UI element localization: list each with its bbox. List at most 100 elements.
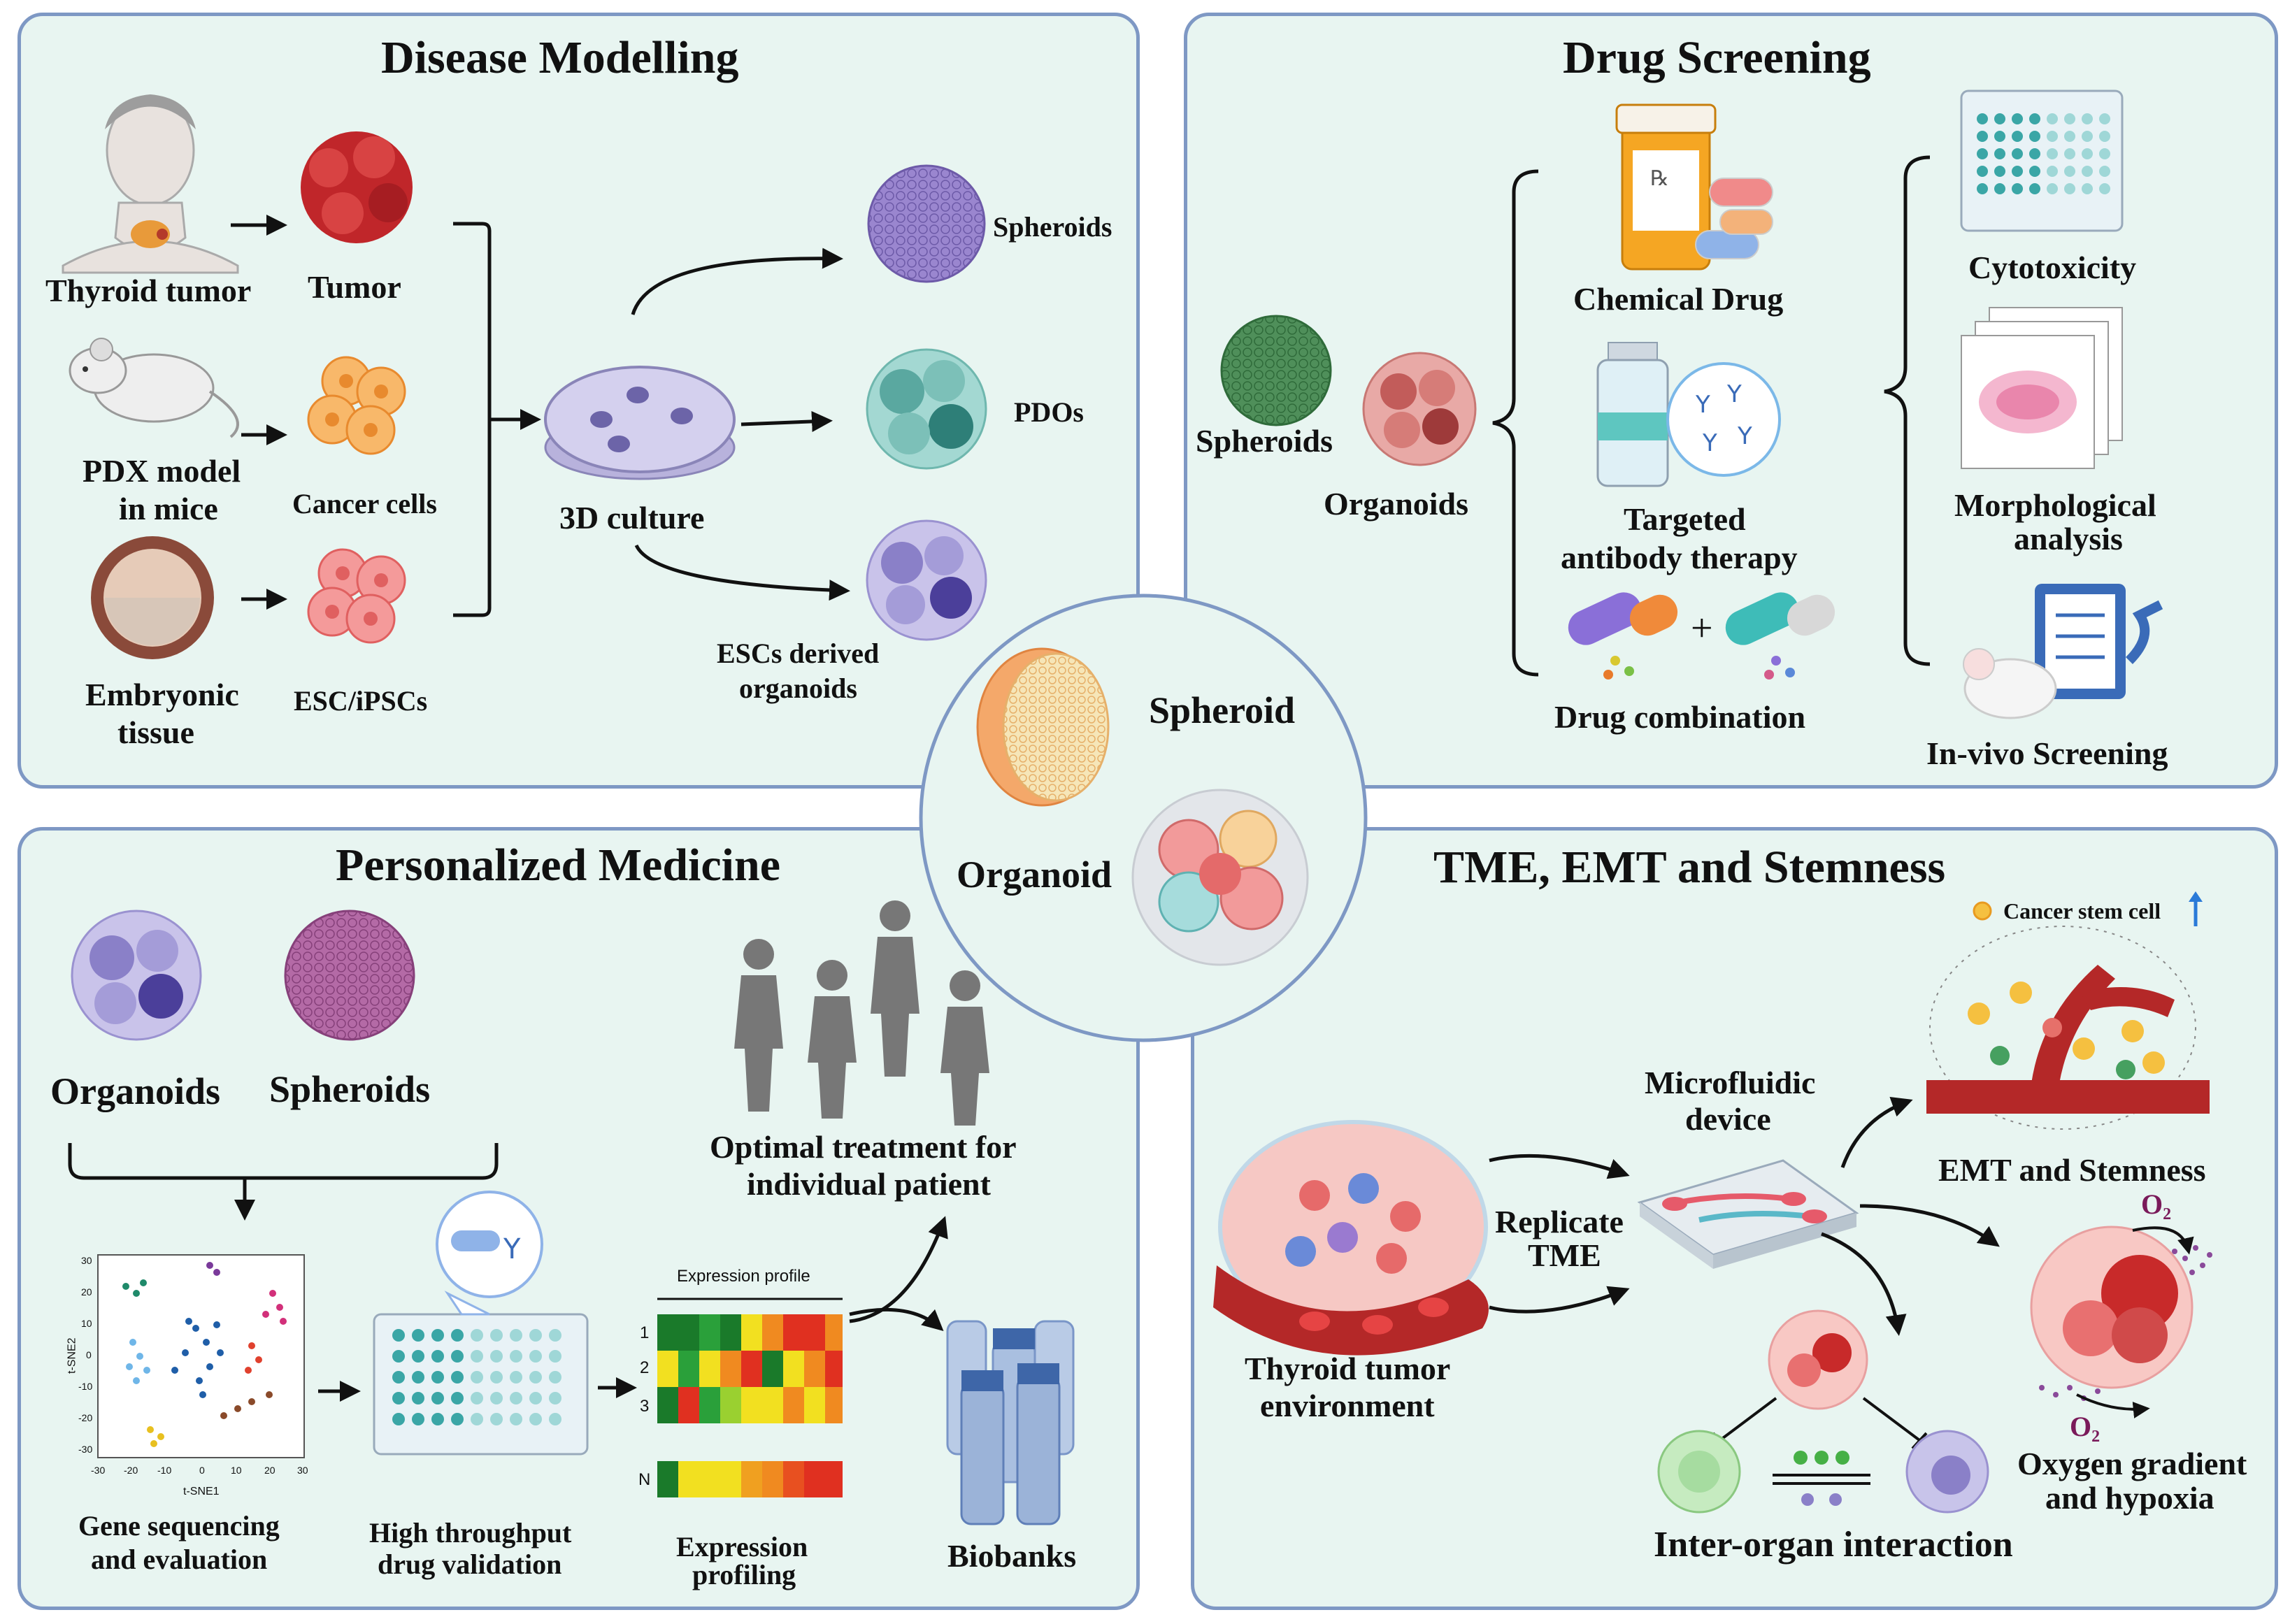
arrow	[2132, 1226, 2194, 1255]
arrow	[740, 410, 833, 432]
label-drug-combination: Drug combination	[1554, 699, 1806, 735]
tsne-y-tick: 30	[81, 1255, 92, 1266]
tsne-x-tick: -10	[157, 1465, 172, 1476]
biobank-tubes-icon	[946, 1320, 1075, 1525]
bracket	[1492, 169, 1539, 677]
label-targeted: Targeted	[1624, 501, 1746, 537]
esc-ipscs-icon	[307, 548, 406, 644]
arrow	[1859, 1204, 2000, 1247]
svg-text:Y: Y	[1695, 391, 1710, 419]
label-in-vivo-screening: In-vivo Screening	[1926, 735, 2168, 771]
tsne-y-tick: 20	[81, 1286, 92, 1298]
expression-heatmap	[657, 1298, 843, 1497]
heatmap-row-3: 3	[640, 1397, 650, 1416]
svg-text:Y: Y	[1726, 380, 1742, 408]
tsne-x-tick: -30	[91, 1465, 106, 1476]
tme-title: TME, EMT and Stemness	[1433, 842, 1946, 893]
tsne-y-tick: 0	[86, 1349, 92, 1360]
mouse-icon	[69, 338, 239, 438]
label-inter-organ-interaction: Inter-organ interaction	[1654, 1525, 2013, 1565]
tsne-x-tick: 30	[297, 1465, 308, 1476]
label-morphological: Morphological	[1954, 487, 2156, 523]
mouse-clipboard-icon	[1963, 584, 2163, 719]
label-organoids: Organoids	[50, 1070, 221, 1112]
label-optimal-treatment: Optimal treatment for	[710, 1129, 1017, 1165]
pdo-icon	[866, 348, 987, 470]
petri-dish-icon	[544, 366, 736, 480]
panel-personalized-medicine	[17, 827, 1140, 1610]
esc-organoid-icon	[866, 519, 987, 641]
tsne-y-tick: -10	[78, 1381, 93, 1392]
label-profiling: profiling	[692, 1559, 796, 1590]
label-o2-top: O₂	[2141, 1188, 2172, 1220]
microfluidic-chip-icon	[1637, 1159, 1859, 1269]
well-plate-icon	[1960, 89, 2124, 232]
cancer-cells-icon	[307, 356, 406, 455]
arrow	[1840, 1096, 1913, 1168]
label-expression-profile: Expression profile	[677, 1267, 810, 1286]
bracket	[1884, 155, 1931, 666]
label-spheroids: Spheroids	[269, 1068, 431, 1110]
label-thyroid-tumor: Thyroid tumor	[1245, 1351, 1451, 1386]
embryonic-tissue-icon	[91, 536, 214, 659]
label-3d-culture: 3D culture	[559, 500, 705, 536]
arrow	[1821, 1232, 1907, 1336]
label-organoid: Organoid	[957, 854, 1112, 896]
label-tme: TME	[1528, 1237, 1601, 1273]
personalized-medicine-title: Personalized Medicine	[336, 840, 781, 891]
inter-organ-icon	[1657, 1309, 1989, 1514]
spheroid-cross-section-icon	[976, 647, 1110, 807]
tsne-y-label: t-SNE2	[66, 1337, 78, 1374]
tsne-x-tick: 10	[231, 1465, 242, 1476]
arrow	[1489, 1154, 1630, 1179]
heatmap-row-1: 1	[640, 1323, 650, 1342]
arrow	[849, 1307, 944, 1331]
person-head-icon	[62, 94, 239, 274]
label-gene-sequencing: Gene sequencing	[78, 1510, 280, 1542]
label-chemical-drug: Chemical Drug	[1573, 281, 1784, 317]
spheroid-icon	[284, 910, 415, 1041]
label-embryonic: Embryonic	[85, 677, 239, 712]
bracket	[68, 1143, 499, 1180]
arrow	[1489, 1286, 1630, 1314]
antibody-vial-icon: Y Y Y Y	[1596, 342, 1781, 487]
label-pdos: PDOs	[1014, 396, 1084, 428]
blood-vessel-emt-icon	[1926, 926, 2210, 1130]
label-thyroid-tumor: Thyroid tumor	[45, 273, 252, 308]
tsne-x-tick: 20	[264, 1465, 275, 1476]
label-pdx-model: PDX model	[83, 453, 241, 489]
label-organoids: organoids	[739, 673, 857, 704]
drug-screening-title: Drug Screening	[1563, 32, 1871, 83]
label-antibody-therapy: antibody therapy	[1561, 540, 1798, 575]
label-individual-patient: individual patient	[747, 1166, 991, 1202]
svg-text:Y: Y	[1702, 429, 1717, 457]
label-cancer-cells: Cancer cells	[292, 488, 437, 519]
label-escs-derived: ESCs derived	[717, 638, 880, 669]
arrow	[2076, 1393, 2150, 1418]
label-device: device	[1685, 1101, 1771, 1137]
tumor-environment-icon	[1213, 1120, 1489, 1356]
spheroid-icon	[1220, 315, 1332, 426]
well-plate-icon: Y	[373, 1191, 589, 1456]
spheroid-icon	[867, 164, 986, 283]
label-high-throughput: High throughput	[369, 1517, 572, 1548]
label-tumor: Tumor	[308, 269, 401, 305]
patients-icon	[734, 900, 989, 1126]
center-circle	[919, 594, 1368, 1042]
label-environment: environment	[1260, 1388, 1435, 1423]
tsne-y-tick: -30	[78, 1444, 93, 1455]
tsne-x-tick: -20	[124, 1465, 138, 1476]
label-spheroids: Spheroids	[993, 211, 1112, 243]
label-spheroid: Spheroid	[1149, 689, 1296, 731]
tsne-x-tick: 0	[199, 1465, 205, 1476]
label-oxygen-gradient: Oxygen gradient	[2017, 1446, 2247, 1481]
svg-text:Y: Y	[503, 1233, 521, 1265]
stem-cell-sun-icon	[1973, 901, 1992, 921]
label-and-evaluation: and evaluation	[91, 1544, 268, 1575]
label-and-hypoxia: and hypoxia	[2045, 1480, 2214, 1516]
label-drug-validation: drug validation	[378, 1548, 562, 1580]
hypoxia-spheroid-icon	[2030, 1226, 2212, 1401]
label-tissue: tissue	[117, 714, 194, 750]
label-spheroids: Spheroids	[1196, 423, 1333, 459]
